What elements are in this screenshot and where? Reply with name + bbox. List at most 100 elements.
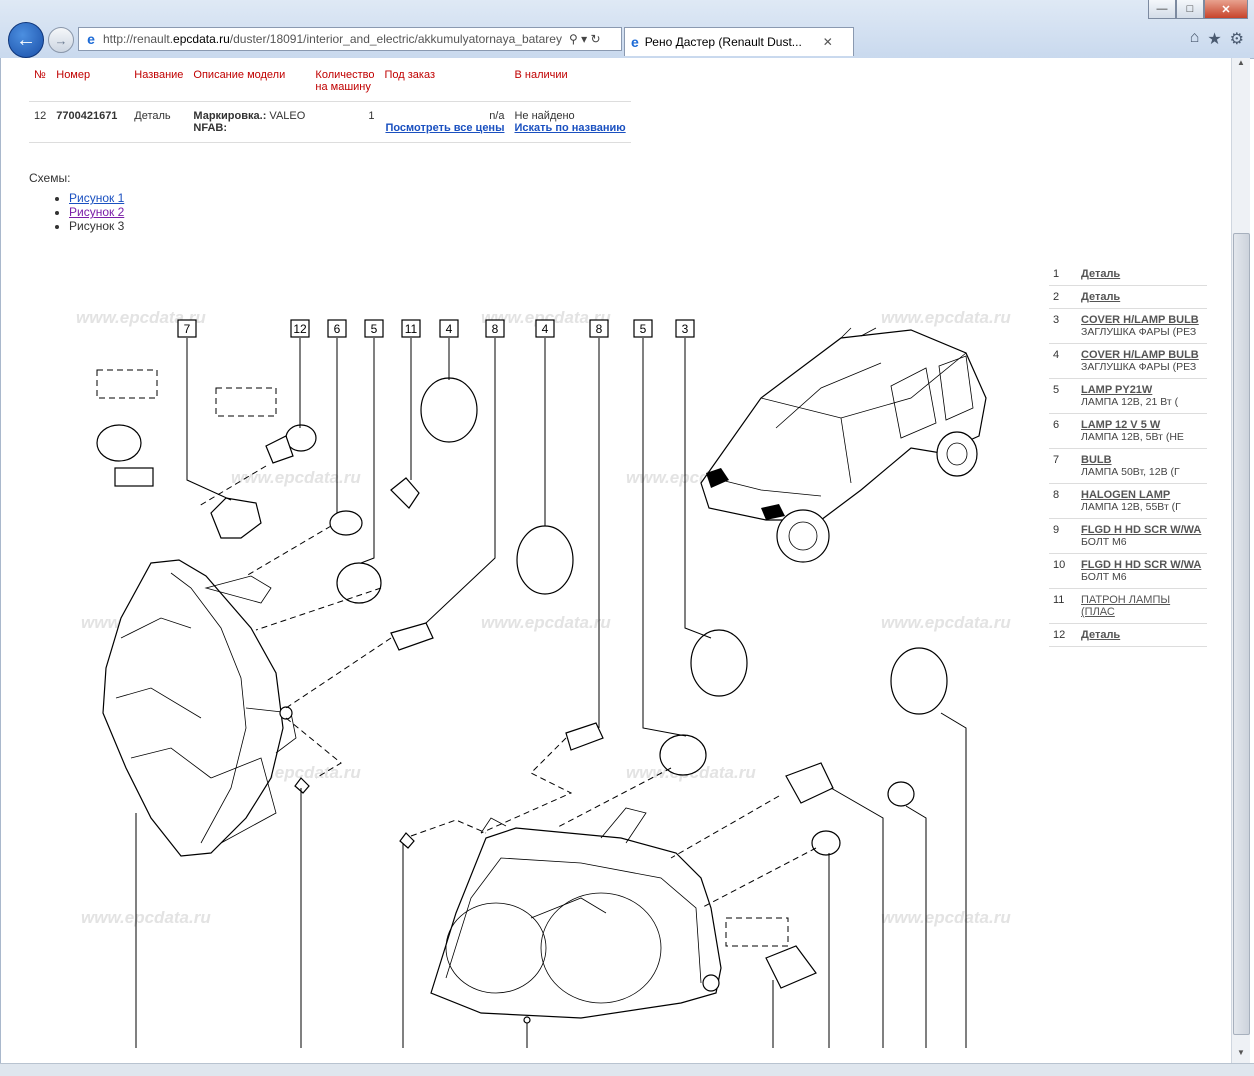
- scheme-link-2[interactable]: Рисунок 2: [69, 205, 125, 219]
- list-item: Рисунок 3: [69, 219, 124, 233]
- legend-part-link[interactable]: Деталь: [1081, 268, 1121, 280]
- watermark-text: www.epcdata.ru: [881, 613, 1011, 632]
- tab-title: Рено Дастер (Renault Dust...: [644, 35, 802, 49]
- tab-ie-icon: e: [631, 34, 639, 50]
- address-controls[interactable]: ⚲ ▾ ↻: [569, 32, 601, 46]
- toolbar-icons: ⌂ ★ ⚙: [1190, 29, 1244, 49]
- legend-part-desc: ЗАГЛУШКА ФАРЫ (РЕЗ: [1081, 326, 1197, 338]
- bulb-base-left: [114, 467, 154, 487]
- legend-number: 12: [1049, 623, 1077, 647]
- schemes-list: Рисунок 1 Рисунок 2 Рисунок 3: [29, 191, 124, 233]
- status-bar: [0, 1063, 1254, 1076]
- window-controls: — □ ✕: [1148, 0, 1248, 19]
- back-button[interactable]: ←: [8, 22, 44, 58]
- legend-part-link[interactable]: Деталь: [1081, 629, 1121, 641]
- leader-lines: [135, 338, 967, 1048]
- svg-text:4: 4: [446, 322, 453, 336]
- watermark-text: www.epcdata.ru: [481, 308, 611, 327]
- title-bar: — □ ✕ ← → e http://renault.epcdata.ru/du…: [0, 0, 1254, 59]
- callout-8[interactable]: 8: [485, 319, 505, 338]
- legend-part-desc: БОЛТ М6: [1081, 536, 1127, 548]
- scheme-current-3: Рисунок 3: [69, 219, 125, 233]
- scheme-link-1[interactable]: Рисунок 1: [69, 191, 125, 205]
- left-headlamp: [102, 559, 297, 857]
- legend-part-link[interactable]: Деталь: [1081, 291, 1121, 303]
- address-bar[interactable]: e http://renault.epcdata.ru/duster/18091…: [78, 27, 622, 51]
- svg-text:6: 6: [334, 322, 341, 336]
- legend-number: 5: [1049, 378, 1077, 414]
- view-all-prices-link[interactable]: Посмотреть все цены: [385, 122, 505, 134]
- callout-5b[interactable]: 5: [633, 319, 653, 338]
- search-by-name-link[interactable]: Искать по названию: [514, 122, 626, 134]
- legend-part-link[interactable]: FLGD H HD SCR W/WA: [1081, 559, 1202, 571]
- minimize-button[interactable]: —: [1148, 0, 1176, 19]
- callout-6[interactable]: 6: [327, 319, 347, 338]
- parts-diagram: www.epcdata.ru www.epcdata.ru www.epcdat…: [76, 308, 1011, 1048]
- vertical-scrollbar[interactable]: ▲ ▼: [1231, 58, 1250, 1064]
- legend-part-desc: ЛАМПА 12В, 55Вт (Г: [1081, 501, 1181, 513]
- callout-11[interactable]: 11: [401, 319, 421, 338]
- legend-part-link[interactable]: HALOGEN LAMP: [1081, 489, 1171, 501]
- forward-button[interactable]: →: [48, 27, 74, 53]
- callout-12[interactable]: 12: [290, 319, 310, 338]
- scroll-down-icon[interactable]: ▼: [1237, 1048, 1245, 1057]
- legend-number: 8: [1049, 483, 1077, 519]
- scroll-up-icon[interactable]: ▲: [1237, 58, 1245, 67]
- callout-4[interactable]: 4: [439, 319, 459, 338]
- legend-part-link[interactable]: COVER H/LAMP BULB: [1081, 314, 1199, 326]
- col-part-no: Номер: [51, 66, 130, 102]
- callout-3[interactable]: 3: [675, 319, 695, 338]
- scroll-thumb[interactable]: [1233, 233, 1250, 1035]
- legend-part-link[interactable]: LAMP 12 V 5 W: [1081, 419, 1161, 431]
- callout-5[interactable]: 5: [364, 319, 384, 338]
- col-name: Название: [129, 66, 189, 102]
- legend-number: 2: [1049, 285, 1077, 309]
- settings-gear-icon[interactable]: ⚙: [1229, 31, 1244, 48]
- favorites-star-icon[interactable]: ★: [1207, 31, 1222, 48]
- legend-part-link[interactable]: BULB: [1081, 454, 1112, 466]
- legend-number: 11: [1049, 588, 1077, 624]
- legend-part-desc: БОЛТ М6: [1081, 571, 1127, 583]
- legend-row: 12 Деталь: [1049, 623, 1207, 647]
- parts-table: № Номер Название Описание модели Количес…: [29, 66, 631, 143]
- cell-name: Деталь: [129, 101, 189, 143]
- browser-tab[interactable]: e Рено Дастер (Renault Dust... ✕: [624, 27, 854, 56]
- watermark-text: www.epcdata.ru: [881, 308, 1011, 327]
- svg-text:4: 4: [542, 322, 549, 336]
- legend-number: 9: [1049, 518, 1077, 554]
- schemes-label: Схемы:: [29, 171, 71, 185]
- legend-part-desc: ЛАМПА 12В, 5Вт (НЕ: [1081, 431, 1184, 443]
- legend-part-link[interactable]: COVER H/LAMP BULB: [1081, 349, 1199, 361]
- ie-logo-icon: e: [87, 31, 95, 47]
- list-item: Рисунок 1: [69, 191, 124, 205]
- legend-part-link[interactable]: LAMP PY21W: [1081, 384, 1153, 396]
- home-icon[interactable]: ⌂: [1189, 29, 1200, 46]
- close-button[interactable]: ✕: [1204, 0, 1248, 19]
- address-url[interactable]: http://renault.epcdata.ru/duster/18091/i…: [103, 32, 562, 46]
- tab-close-icon[interactable]: ✕: [822, 35, 833, 49]
- right-headlamp: [430, 807, 722, 1024]
- page-content: № Номер Название Описание модели Количес…: [0, 58, 1233, 1064]
- car-illustration: [700, 327, 987, 563]
- maximize-button[interactable]: □: [1176, 0, 1204, 19]
- legend-part-link[interactable]: FLGD H HD SCR W/WA: [1081, 524, 1202, 536]
- callout-8b[interactable]: 8: [589, 319, 609, 338]
- callout-4b[interactable]: 4: [535, 319, 555, 338]
- svg-text:5: 5: [640, 322, 647, 336]
- callout-7[interactable]: 7: [177, 319, 197, 338]
- legend-part-link[interactable]: ПАТРОН ЛАМПЫ (ПЛАС: [1081, 594, 1171, 618]
